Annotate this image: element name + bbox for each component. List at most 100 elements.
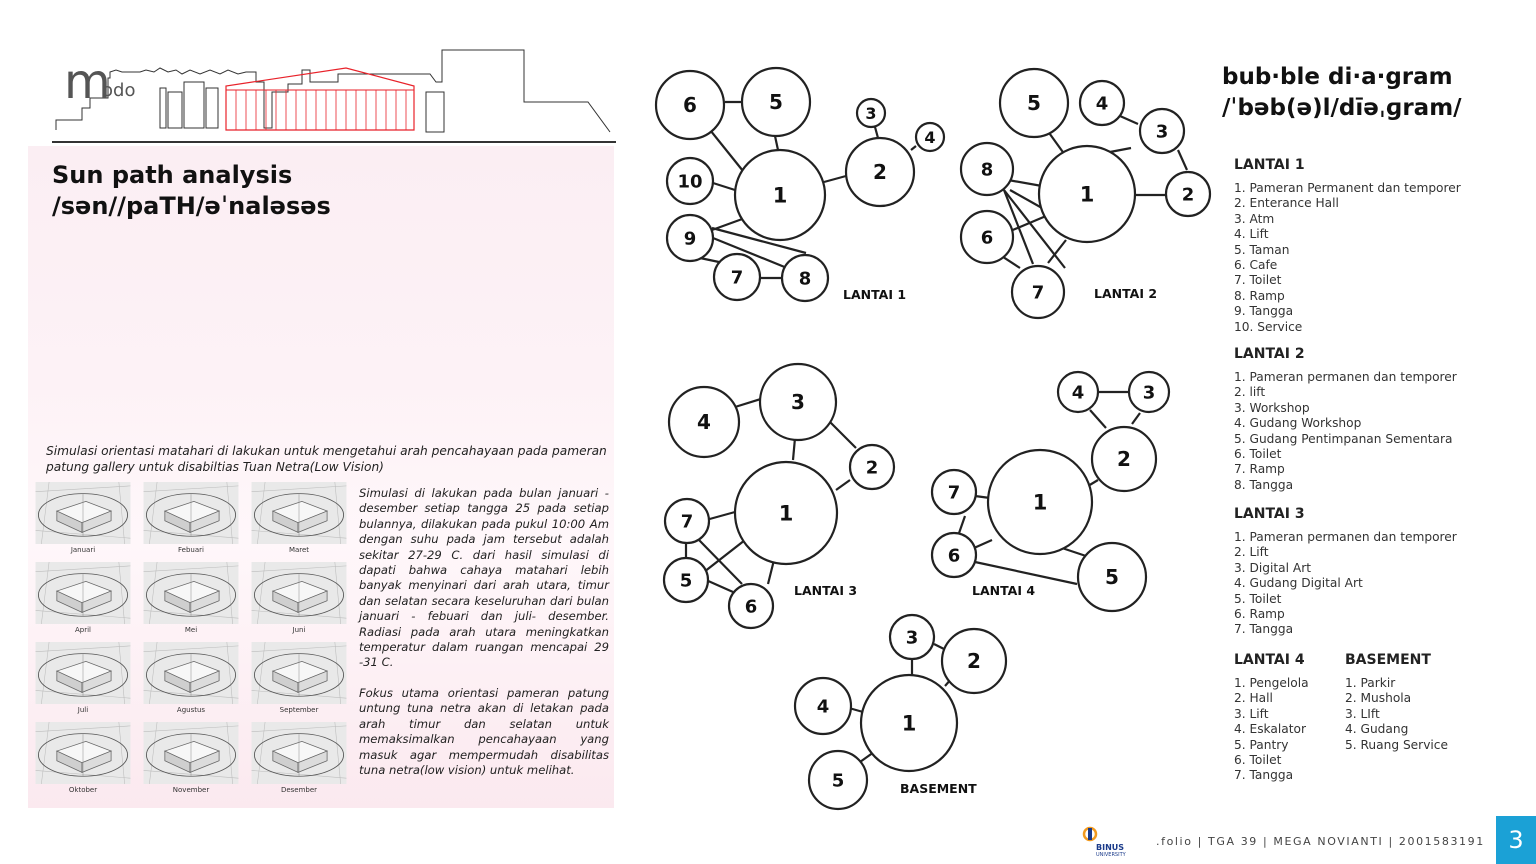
diagram-label-lantai2: LANTAI 2 — [1094, 286, 1157, 301]
bubble-node-label: 4 — [697, 410, 711, 434]
bubble-node — [1164, 170, 1212, 218]
bubble-diagram-title: bub·ble di·a·gram /ˈbəb(ə)l/dīəˌɡram/ — [1222, 62, 1462, 124]
bubble-node-label: 3 — [791, 390, 805, 414]
bubble-node — [888, 613, 936, 661]
bubble-node-label: 2 — [1182, 184, 1195, 205]
edge — [703, 539, 746, 573]
sun-path-title-line2: /sən//paTH/əˈnaləsəs — [52, 192, 331, 220]
edge — [766, 559, 776, 585]
legend-item: 2. Mushola — [1345, 691, 1412, 706]
legend-item: 5. Ruang Service — [1345, 737, 1448, 752]
bubble-node-label: 6 — [745, 596, 758, 617]
sun-month-label: Juni — [292, 626, 306, 634]
bubble-node-label: 8 — [799, 268, 812, 289]
edge — [705, 510, 736, 522]
bubble-node — [807, 749, 869, 811]
legend-item: 5. Pantry — [1234, 737, 1289, 752]
bubble-node-label: 6 — [981, 227, 994, 248]
edge — [711, 226, 807, 255]
bubble-node — [1010, 264, 1066, 320]
bubble-node — [665, 213, 715, 263]
sun-simulation-image — [251, 482, 347, 544]
edge — [698, 539, 743, 585]
sun-simulation-image — [143, 642, 239, 704]
sun-month-label: April — [75, 626, 91, 634]
bubble-node-label: 2 — [866, 457, 879, 478]
bubble-node — [959, 141, 1015, 197]
diagram-label-lantai1: LANTAI 1 — [843, 287, 906, 302]
edge — [712, 181, 736, 192]
edge — [699, 256, 720, 264]
bubble-node — [758, 362, 838, 442]
edge — [1131, 412, 1141, 425]
bubble-node-label: 7 — [681, 511, 694, 532]
edge — [705, 578, 734, 594]
legend-item: 4. Gudang Digital Art — [1234, 576, 1363, 591]
legend-item: 3. Lift — [1234, 706, 1269, 721]
legend-title: LANTAI 2 — [1234, 346, 1305, 362]
legend-item: 3. Atm — [1234, 211, 1275, 226]
legend-item: 6. Toilet — [1234, 753, 1282, 768]
legend-item: 7. Tangga — [1234, 768, 1294, 783]
bubble-node — [859, 673, 959, 773]
legend-item: 2. lift — [1234, 385, 1266, 400]
bubble-node-label: 5 — [680, 570, 693, 591]
logo-letter-m: m — [64, 54, 111, 110]
edge — [823, 174, 847, 184]
legend-lantai3: LANTAI 3 1. Pameran permanen dan tempore… — [1234, 506, 1457, 638]
bubble-node-label: 5 — [1105, 565, 1119, 589]
sun-path-description: Simulasi di lakukan pada bulan januari -… — [359, 486, 609, 793]
legend-item: 1. Pameran permanen dan temporer — [1234, 370, 1457, 384]
bubble-node-label: 7 — [1032, 282, 1045, 303]
bubble-node-label: 4 — [1096, 93, 1109, 114]
bubble-node — [712, 252, 762, 302]
bubble-node — [780, 253, 830, 303]
bubble-node — [733, 460, 839, 566]
legend-item: 2. Enterance Hall — [1234, 196, 1339, 211]
diagram-label-basement: BASEMENT — [900, 781, 977, 796]
bubble-node — [855, 97, 887, 129]
edge — [711, 216, 746, 232]
sun-simulation-image — [35, 642, 131, 704]
page-number: 3 — [1496, 816, 1536, 864]
bubble-node — [930, 468, 978, 516]
bubble-node — [940, 627, 1008, 695]
bubble-node-label: 1 — [779, 502, 794, 526]
sun-simulation-image — [35, 482, 131, 544]
bubble-node-label: 5 — [1027, 91, 1041, 115]
bubble-node — [740, 66, 812, 138]
bubble-node-label: 5 — [769, 90, 783, 114]
sun-month-label: Mei — [184, 626, 198, 634]
edge — [973, 538, 993, 550]
sun-simulation-image — [143, 722, 239, 784]
legend-item: 4. Gudang Workshop — [1234, 416, 1362, 431]
edge — [1061, 546, 1087, 558]
legend-item: 2. Hall — [1234, 691, 1273, 706]
sun-simulation-image — [143, 562, 239, 624]
legend-item: 1. Pengelola — [1234, 676, 1309, 690]
sun-month-label: Desember — [280, 786, 318, 794]
bubble-node-label: 8 — [981, 159, 994, 180]
edge — [1119, 114, 1139, 126]
legend-item: 3. Digital Art — [1234, 560, 1312, 575]
bubble-node-label: 4 — [1072, 382, 1085, 403]
legend-item: 7. Ramp — [1234, 462, 1285, 477]
bubble-node — [986, 448, 1094, 556]
legend-item: 6. Cafe — [1234, 258, 1278, 273]
legend-title: LANTAI 3 — [1234, 506, 1305, 522]
bubble-node — [998, 67, 1070, 139]
bubble-node — [662, 556, 710, 604]
bubble-node — [1076, 541, 1148, 613]
sun-month-label: November — [172, 786, 210, 794]
description-paragraph-2: Fokus utama orientasi pameran patung unt… — [359, 685, 609, 777]
sun-month-label: Febuari — [178, 546, 204, 554]
legend-item: 1. Pameran Permanent dan temporer — [1234, 181, 1461, 195]
sun-simulation-image — [35, 722, 131, 784]
sun-simulation-image — [251, 562, 347, 624]
bubble-node — [1037, 144, 1137, 244]
legend-title: BASEMENT — [1345, 652, 1431, 668]
edge — [1007, 214, 1047, 234]
